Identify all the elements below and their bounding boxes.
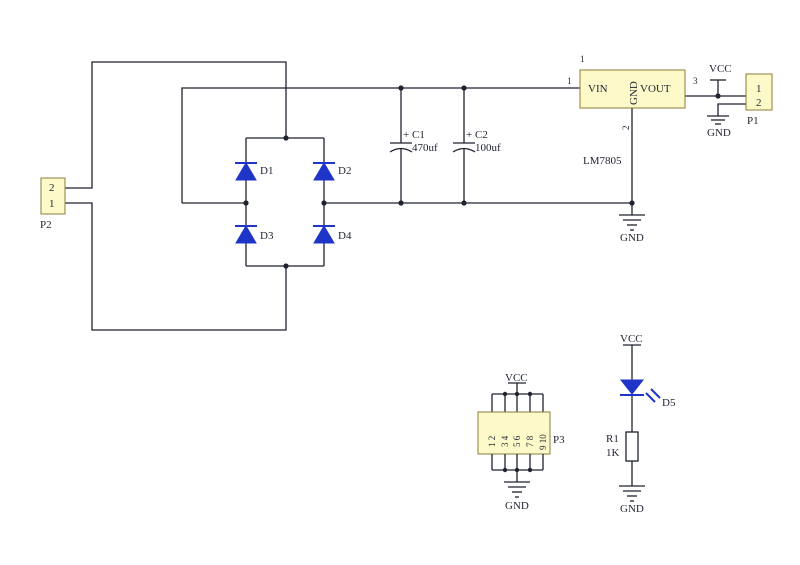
regulator-vin-label: VIN (588, 83, 608, 95)
header-p3: VCC 1 2 3 4 5 6 7 8 9 10 P3 GND (477, 372, 565, 512)
c1-plate-bottom (389, 147, 413, 153)
connector-p2: 2 1 P2 (40, 177, 66, 231)
p1-pin2-label: 2 (756, 97, 762, 109)
p1-vcc-label: VCC (709, 63, 732, 75)
p3-gnd-label: GND (505, 500, 529, 512)
led-triangle (619, 379, 645, 395)
resistor-ref: R1 (606, 433, 619, 445)
wire-top-rail (181, 87, 580, 203)
p2-pin2-label: 2 (49, 182, 55, 194)
p3-vcc-label: VCC (505, 372, 528, 384)
junction-dot (629, 200, 635, 206)
p3-pin-label: 5 6 (512, 435, 522, 447)
p3-body (477, 411, 551, 455)
regulator-name: LM7805 (583, 155, 622, 167)
d4-triangle (313, 225, 335, 244)
regulator-pin1-left: 1 (567, 76, 572, 86)
led-ref: D5 (662, 397, 676, 409)
c2-plate-bottom (452, 147, 476, 153)
c2-plus: + (466, 129, 472, 141)
p1-pin1-label: 1 (756, 83, 762, 95)
ground-main-label: GND (620, 232, 644, 244)
c2-ref: C2 (475, 129, 488, 141)
ground-symbol-main: GND (619, 214, 645, 244)
c1-plus: + (403, 129, 409, 141)
regulator-pin2: 2 (621, 126, 631, 131)
resistor-body (625, 431, 639, 462)
d1-triangle (235, 162, 257, 181)
junction-dot (398, 200, 404, 206)
wire-p2-pin1 (65, 202, 287, 331)
regulator-vout-label: VOUT (640, 83, 671, 95)
diode-d3: D3 (235, 225, 274, 244)
regulator-body (579, 69, 686, 109)
regulator-pin3: 3 (693, 76, 698, 86)
p3-pin-label: 3 4 (500, 435, 510, 447)
d3-ref: D3 (260, 230, 274, 242)
p2-pin1-label: 1 (49, 198, 55, 210)
diode-d4: D4 (313, 225, 352, 244)
p2-body (40, 177, 66, 215)
junction-dot (461, 200, 467, 206)
p1-body (745, 73, 773, 111)
p3-pin-label: 1 2 (487, 436, 497, 447)
p1-gnd-label: GND (707, 127, 731, 139)
junction-dot (715, 93, 721, 99)
junction-dot (283, 263, 289, 269)
wire-p1-gnd (717, 103, 746, 116)
diode-d2: D2 (313, 162, 351, 181)
resistor-r1: R1 1K GND (606, 431, 645, 515)
junction-dot (243, 200, 249, 206)
led-d5: VCC D5 (619, 333, 676, 409)
junction-dot (283, 135, 289, 141)
d4-ref: D4 (338, 230, 352, 242)
d3-triangle (235, 225, 257, 244)
regulator-gnd-label: GND (628, 81, 640, 105)
p3-pin-label: 7 8 (525, 435, 535, 447)
d1-ref: D1 (260, 165, 273, 177)
p2-ref: P2 (40, 219, 52, 231)
junction-dot (461, 85, 467, 91)
capacitor-c1: + C1 470uf (389, 129, 438, 154)
connector-p1: VCC 1 2 P1 GND (707, 63, 773, 139)
d2-triangle (313, 162, 335, 181)
regulator-lm7805: VIN VOUT GND 1 1 2 3 LM7805 (567, 54, 698, 167)
c2-value: 100uf (475, 142, 501, 154)
c1-value: 470uf (412, 142, 438, 154)
junction-dot (398, 85, 404, 91)
d2-ref: D2 (338, 165, 351, 177)
led-gnd-label: GND (620, 503, 644, 515)
regulator-pin1-top: 1 (580, 54, 585, 64)
led-light-ray (650, 388, 661, 399)
capacitor-c2: + C2 100uf (452, 129, 501, 154)
wires (65, 61, 746, 486)
wire-p2-pin2 (65, 61, 287, 189)
p3-ref: P3 (553, 434, 565, 446)
led-vcc-label: VCC (620, 333, 643, 345)
junction-dot (321, 200, 327, 206)
led-light-ray (645, 392, 656, 403)
diode-d1: D1 (235, 162, 273, 181)
p3-pin-label: 9 10 (538, 434, 548, 450)
resistor-value: 1K (606, 447, 620, 459)
p1-ref: P1 (747, 115, 759, 127)
c1-ref: C1 (412, 129, 425, 141)
